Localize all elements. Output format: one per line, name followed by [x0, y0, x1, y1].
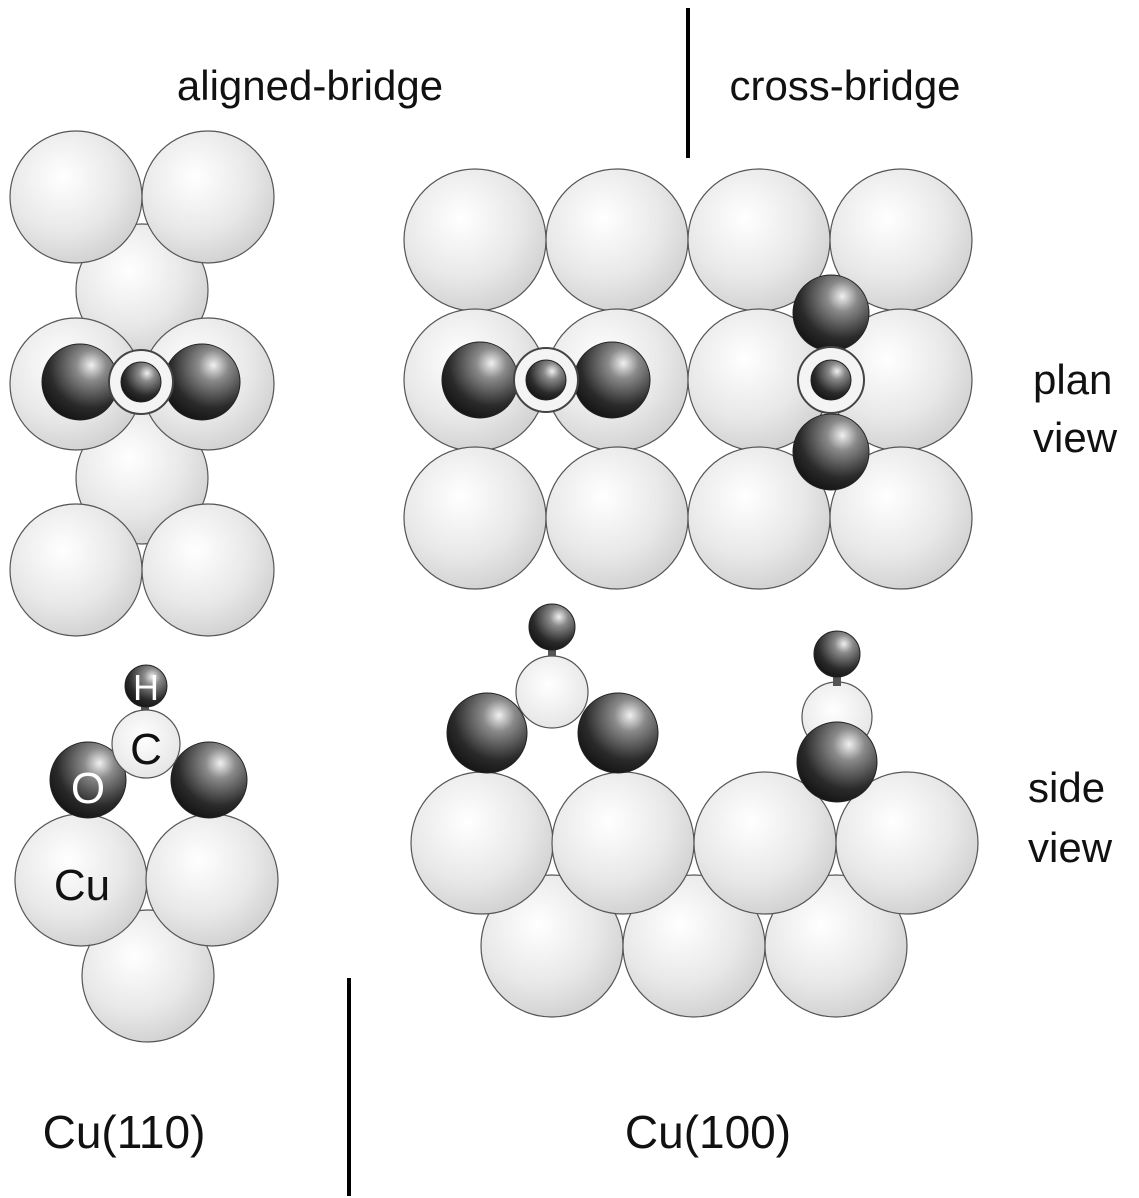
cu-atom [81, 909, 215, 1043]
oxygen-atom [577, 692, 659, 774]
oxygen-atom [170, 741, 248, 819]
oxygen-atom [573, 341, 651, 419]
c-h-bond [548, 640, 556, 664]
cu-atom [9, 503, 143, 637]
cu110-plan-view [9, 130, 275, 637]
oxygen-atom [792, 274, 870, 352]
plan-view-label-line2: view [1033, 414, 1118, 461]
hydrogen-label: H [133, 667, 159, 708]
oxygen-atom [446, 692, 528, 774]
cu-atom [145, 813, 279, 947]
aligned-bridge-heading: aligned-bridge [177, 62, 443, 109]
hydrogen-atom [525, 359, 567, 401]
cu110-label: Cu(110) [43, 1106, 206, 1158]
hydrogen-atom [813, 630, 861, 678]
side-view-label-line2: view [1028, 824, 1113, 871]
cu-atom [551, 771, 695, 915]
cu-atom [835, 771, 979, 915]
cu-atom [403, 446, 547, 590]
cu-atom [829, 446, 973, 590]
oxygen-atom [163, 343, 241, 421]
cu-atom [545, 168, 689, 312]
plan-view-label-line1: plan [1033, 356, 1112, 403]
oxygen-atom [441, 341, 519, 419]
oxygen-atom [41, 343, 119, 421]
cu-atom [141, 503, 275, 637]
c-h-bond [833, 672, 841, 686]
cu-atom [403, 168, 547, 312]
side-view-label-line1: side [1028, 764, 1105, 811]
cross-bridge-heading: cross-bridge [729, 62, 960, 109]
cu100-plan-view [403, 168, 973, 590]
cu100-label: Cu(100) [625, 1106, 791, 1158]
copper-label: Cu [54, 861, 110, 910]
oxygen-label: O [71, 764, 105, 813]
hydrogen-atom [810, 359, 852, 401]
oxygen-atom [796, 721, 878, 803]
oxygen-atom [792, 413, 870, 491]
cu-atom [9, 130, 143, 264]
hydrogen-atom [528, 603, 576, 651]
cu110-side-view: H C O Cu [14, 664, 279, 1043]
cu-atom [764, 874, 908, 1018]
oxygen-atom [49, 741, 127, 819]
carbon-atom [111, 709, 181, 779]
hydrogen-atom [124, 664, 168, 708]
hydrogen-atom [120, 361, 162, 403]
cu100-side-view [410, 603, 979, 1018]
carbon-label: C [130, 725, 162, 774]
cu-atom [141, 130, 275, 264]
carbon-atom [515, 655, 589, 729]
cu-atom [545, 446, 689, 590]
cu-atom [410, 771, 554, 915]
